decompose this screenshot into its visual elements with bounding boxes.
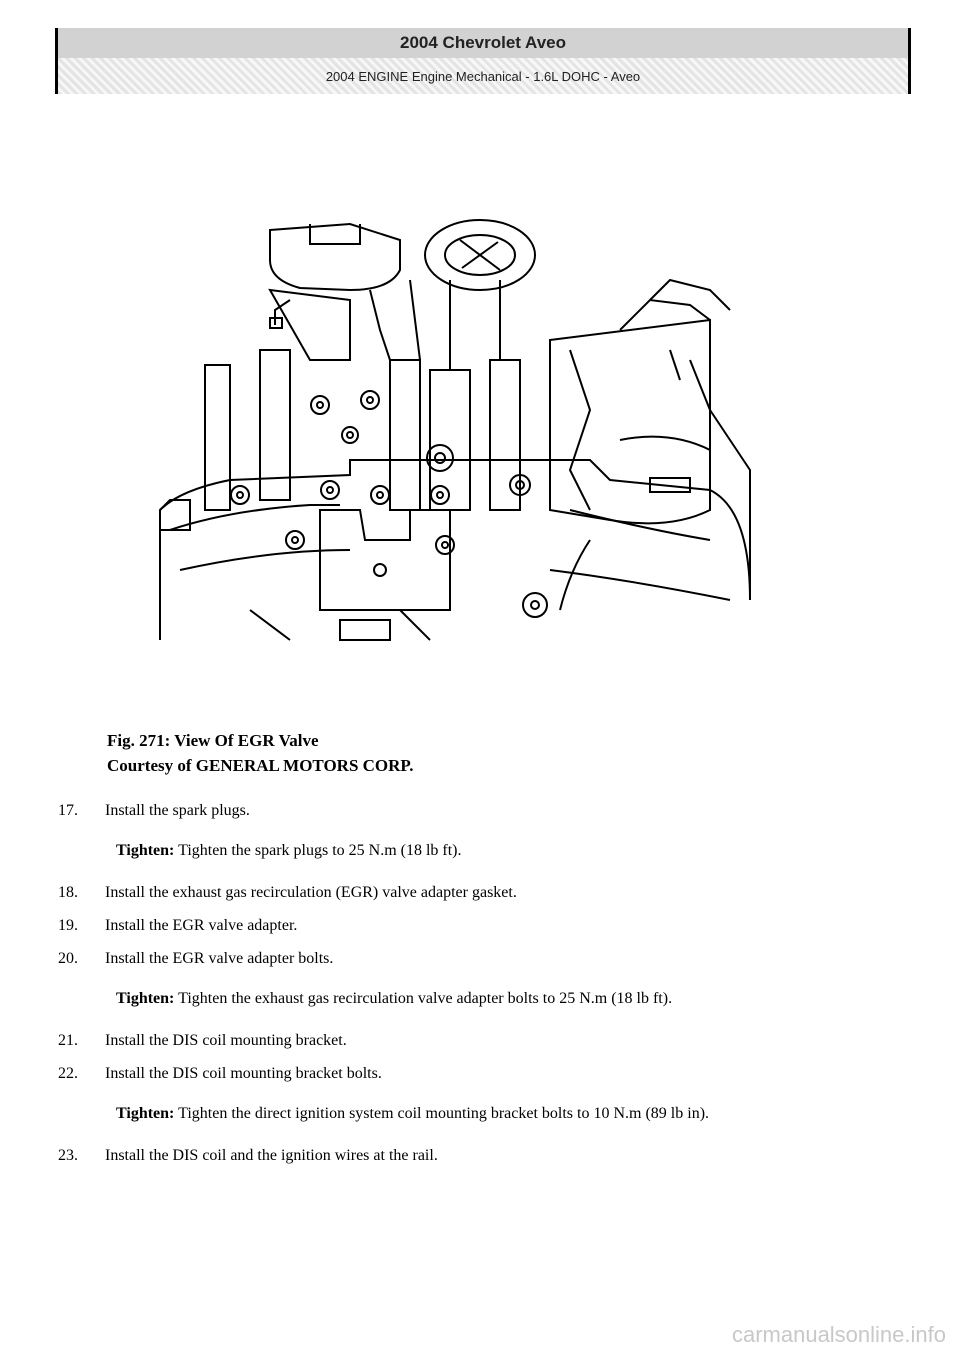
step-text: Install the spark plugs.	[105, 802, 250, 819]
figure-caption-block: Fig. 271: View Of EGR Valve Courtesy of …	[107, 728, 414, 778]
list-item: 17. Install the spark plugs.	[58, 800, 898, 822]
step-number: 18.	[58, 884, 78, 901]
header-title-bar: 2004 Chevrolet Aveo	[58, 28, 908, 58]
note-text: Tighten the exhaust gas recirculation va…	[178, 990, 673, 1007]
note-label: Tighten:	[116, 842, 175, 859]
step-number: 19.	[58, 917, 78, 934]
note-label: Tighten:	[116, 990, 175, 1007]
list-item: 19. Install the EGR valve adapter.	[58, 915, 898, 937]
step-text: Install the EGR valve adapter.	[105, 917, 298, 934]
step-text: Install the DIS coil mounting bracket.	[105, 1032, 347, 1049]
figure-caption: Fig. 271: View Of EGR Valve	[107, 731, 319, 750]
note-text: Tighten the spark plugs to 25 N.m (18 lb…	[178, 842, 462, 859]
figure-credit: Courtesy of GENERAL MOTORS CORP.	[107, 756, 414, 775]
note-label: Tighten:	[116, 1105, 175, 1122]
header-subtitle-bar: 2004 ENGINE Engine Mechanical - 1.6L DOH…	[58, 58, 908, 94]
step-number: 22.	[58, 1065, 78, 1082]
step-number: 23.	[58, 1147, 78, 1164]
page-header: 2004 Chevrolet Aveo 2004 ENGINE Engine M…	[55, 28, 911, 94]
document-subtitle: 2004 ENGINE Engine Mechanical - 1.6L DOH…	[325, 68, 641, 84]
note-text: Tighten the direct ignition system coil …	[178, 1105, 710, 1122]
step-text: Install the DIS coil mounting bracket bo…	[105, 1065, 382, 1082]
step-text: Install the DIS coil and the ignition wi…	[105, 1147, 438, 1164]
step-number: 17.	[58, 802, 78, 819]
step-text: Install the EGR valve adapter bolts.	[105, 950, 334, 967]
list-item: 20. Install the EGR valve adapter bolts.	[58, 948, 898, 970]
procedure-steps: 17. Install the spark plugs. Tighten: Ti…	[58, 800, 898, 1178]
step-text: Install the exhaust gas recirculation (E…	[105, 884, 517, 901]
torque-note: Tighten: Tighten the exhaust gas recircu…	[58, 988, 898, 1010]
torque-note: Tighten: Tighten the direct ignition sys…	[58, 1103, 898, 1125]
step-number: 20.	[58, 950, 78, 967]
list-item: 18. Install the exhaust gas recirculatio…	[58, 882, 898, 904]
site-watermark: carmanualsonline.info	[731, 1322, 946, 1347]
step-number: 21.	[58, 1032, 78, 1049]
list-item: 23. Install the DIS coil and the ignitio…	[58, 1145, 898, 1167]
egr-valve-illustration	[159, 219, 751, 641]
torque-note: Tighten: Tighten the spark plugs to 25 N…	[58, 840, 898, 862]
document-title: 2004 Chevrolet Aveo	[400, 33, 566, 52]
list-item: 21. Install the DIS coil mounting bracke…	[58, 1030, 898, 1052]
list-item: 22. Install the DIS coil mounting bracke…	[58, 1063, 898, 1085]
